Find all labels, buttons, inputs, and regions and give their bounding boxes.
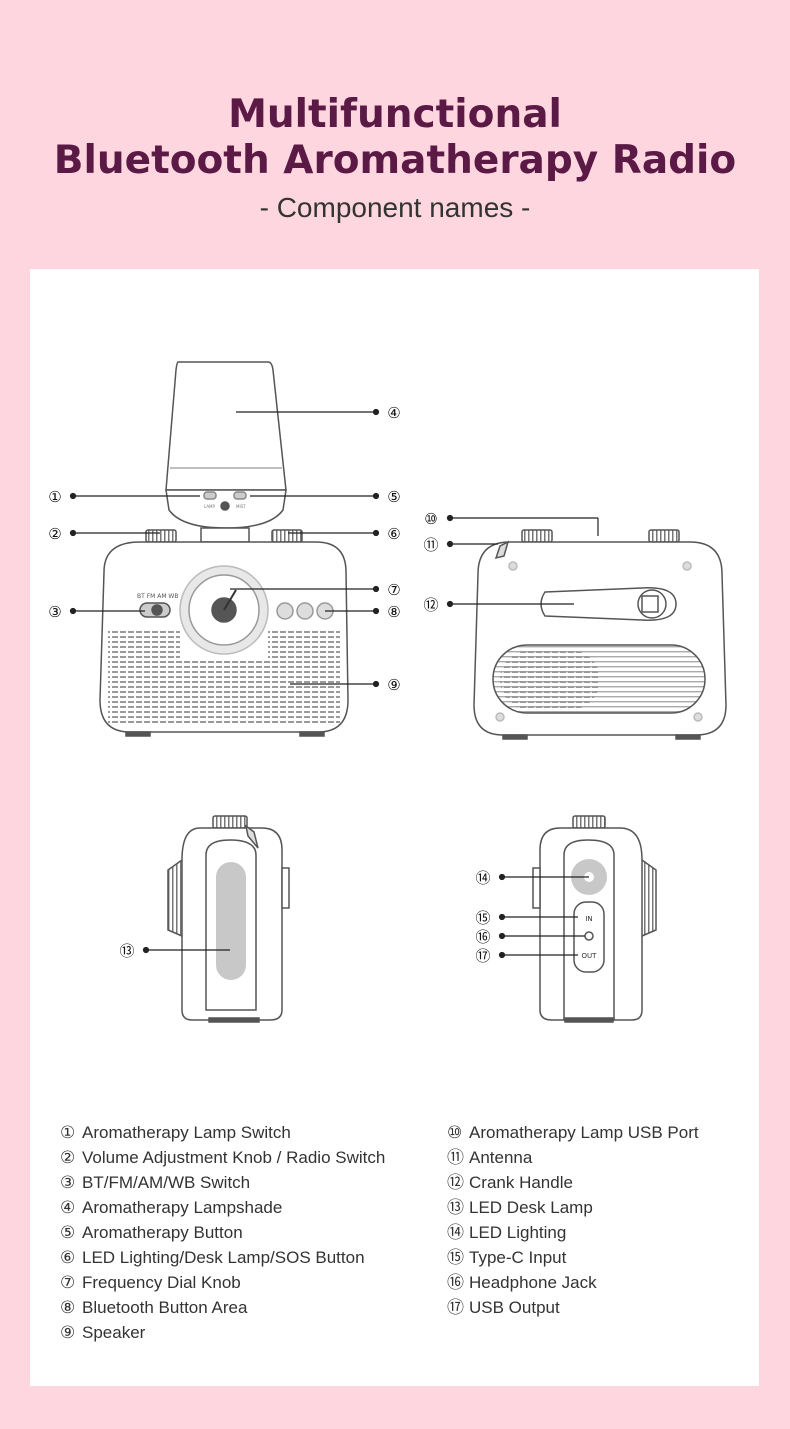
legend-num: ④: [60, 1198, 76, 1217]
legend-label: Frequency Dial Knob: [82, 1273, 241, 1292]
legend-label: LED Desk Lamp: [469, 1198, 593, 1217]
legend-num: ⑤: [60, 1223, 76, 1242]
legend-item: ⑫ Crank Handle: [447, 1170, 699, 1195]
legend-num: ⑪: [447, 1148, 464, 1167]
side-view-right: [532, 815, 657, 1023]
legend-num: ②: [60, 1148, 76, 1167]
callout-3: ③: [48, 603, 61, 621]
legend-label: Bluetooth Button Area: [82, 1298, 248, 1317]
legend-item: ③ BT/FM/AM/WB Switch: [60, 1170, 385, 1195]
port-in-label: IN: [585, 915, 592, 923]
legend-num: ⑥: [60, 1248, 76, 1267]
legend-label: Aromatherapy Button: [82, 1223, 243, 1242]
mist-dot: [220, 501, 230, 511]
callout-2: ②: [48, 525, 61, 543]
antenna: [494, 540, 510, 560]
legend-num: ⑦: [60, 1273, 76, 1292]
diagram-panel: [30, 269, 759, 1386]
legend-num: ⑰: [447, 1298, 464, 1317]
led-desk-lamp: [216, 862, 246, 980]
legend-label: Type-C Input: [469, 1248, 567, 1267]
legend-item: ① Aromatherapy Lamp Switch: [60, 1120, 385, 1145]
legend-right: ⑩ Aromatherapy Lamp USB Port ⑪ Antenna ⑫ Cr…: [447, 1120, 699, 1320]
legend-num: ⑨: [60, 1323, 76, 1342]
legend-item: ⑯ Headphone Jack: [447, 1270, 699, 1295]
subtitle: - Component names -: [259, 192, 531, 223]
mist-button: [233, 491, 247, 500]
callout-8: ⑧: [387, 603, 400, 621]
back-view: [473, 529, 727, 740]
legend-item: ⑬ LED Desk Lamp: [447, 1195, 699, 1220]
legend-label: LED Lighting: [469, 1223, 567, 1242]
legend-label: USB Output: [469, 1298, 560, 1317]
legend-num: ⑧: [60, 1298, 76, 1317]
callout-5: ⑤: [387, 488, 400, 506]
callout-numbers: ④ ① ⑤ ② ⑥ ⑦ ③ ⑧ ⑨ ⑩ ⑪ ⑫ ⑬ ⑭ ⑮ ⑯ ⑰: [48, 404, 490, 965]
legend-item: ⑭ LED Lighting: [447, 1220, 699, 1245]
callout-15: ⑮: [475, 909, 490, 927]
legend-item: ⑪ Antenna: [447, 1145, 699, 1170]
mist-label: MIST: [236, 504, 246, 509]
lamp-switch: [203, 491, 217, 500]
title-line-2: Bluetooth Aromatherapy Radio: [53, 138, 737, 183]
legend-num: ③: [60, 1173, 76, 1192]
bt-play-button: [296, 602, 314, 620]
lampshade: [165, 361, 287, 491]
legend-num: ①: [60, 1123, 76, 1142]
callout-12: ⑫: [423, 596, 438, 614]
headphone-jack: [584, 931, 594, 941]
legend-label: Crank Handle: [469, 1173, 573, 1192]
legend-item: ⑧ Bluetooth Button Area: [60, 1295, 385, 1320]
legend-num: ⑬: [447, 1198, 464, 1217]
callout-17: ⑰: [475, 947, 490, 965]
legend-item: ⑥ LED Lighting/Desk Lamp/SOS Button: [60, 1245, 385, 1270]
callout-6: ⑥: [387, 525, 400, 543]
callout-4: ④: [387, 404, 400, 422]
legend-item: ④ Aromatherapy Lampshade: [60, 1195, 385, 1220]
legend-num: ⑫: [447, 1173, 464, 1192]
legend-label: Speaker: [82, 1323, 146, 1342]
legend-num: ⑮: [447, 1248, 464, 1267]
legend-left: ① Aromatherapy Lamp Switch ② Volume Adjust…: [60, 1120, 385, 1345]
legend-label: Antenna: [469, 1148, 533, 1167]
legend-label: Aromatherapy Lamp USB Port: [469, 1123, 699, 1142]
volume-knob: [145, 529, 177, 543]
legend-item: ⑨ Speaker: [60, 1320, 385, 1345]
legend-label: Aromatherapy Lampshade: [82, 1198, 283, 1217]
callout-10: ⑩: [424, 510, 437, 528]
light-button: [271, 529, 303, 543]
legend-item: ⑮ Type-C Input: [447, 1245, 699, 1270]
front-view: [99, 361, 349, 737]
callout-13: ⑬: [119, 942, 134, 960]
side-view-left: [167, 815, 290, 1023]
legend-num: ⑯: [447, 1273, 464, 1292]
callout-1: ①: [48, 488, 61, 506]
callout-11: ⑪: [423, 536, 438, 554]
legend-num: ⑩: [447, 1123, 463, 1142]
legend-item: ⑦ Frequency Dial Knob: [60, 1270, 385, 1295]
lamp-label: LAMP: [204, 504, 216, 509]
legend-label: BT/FM/AM/WB Switch: [82, 1173, 251, 1192]
legend-label: Headphone Jack: [469, 1273, 597, 1292]
callout-16: ⑯: [475, 928, 490, 946]
callout-14: ⑭: [475, 869, 490, 887]
callout-9: ⑨: [387, 676, 400, 694]
callout-7: ⑦: [387, 581, 400, 599]
legend-label: Aromatherapy Lamp Switch: [82, 1123, 291, 1142]
legend-item: ⑰ USB Output: [447, 1295, 699, 1320]
port-out-label: OUT: [582, 952, 598, 960]
legend-item: ② Volume Adjustment Knob / Radio Switch: [60, 1145, 385, 1170]
legend-num: ⑭: [447, 1223, 464, 1242]
title-line-1: Multifunctional: [228, 92, 562, 137]
legend-item: ⑩ Aromatherapy Lamp USB Port: [447, 1120, 699, 1145]
callout-lines: [69, 408, 599, 959]
legend-item: ⑤ Aromatherapy Button: [60, 1220, 385, 1245]
bt-prev-button: [276, 602, 294, 620]
legend-label: Volume Adjustment Knob / Radio Switch: [82, 1148, 386, 1167]
legend-label: LED Lighting/Desk Lamp/SOS Button: [82, 1248, 365, 1267]
mode-switch-label: BT FM AM WB: [137, 593, 178, 600]
